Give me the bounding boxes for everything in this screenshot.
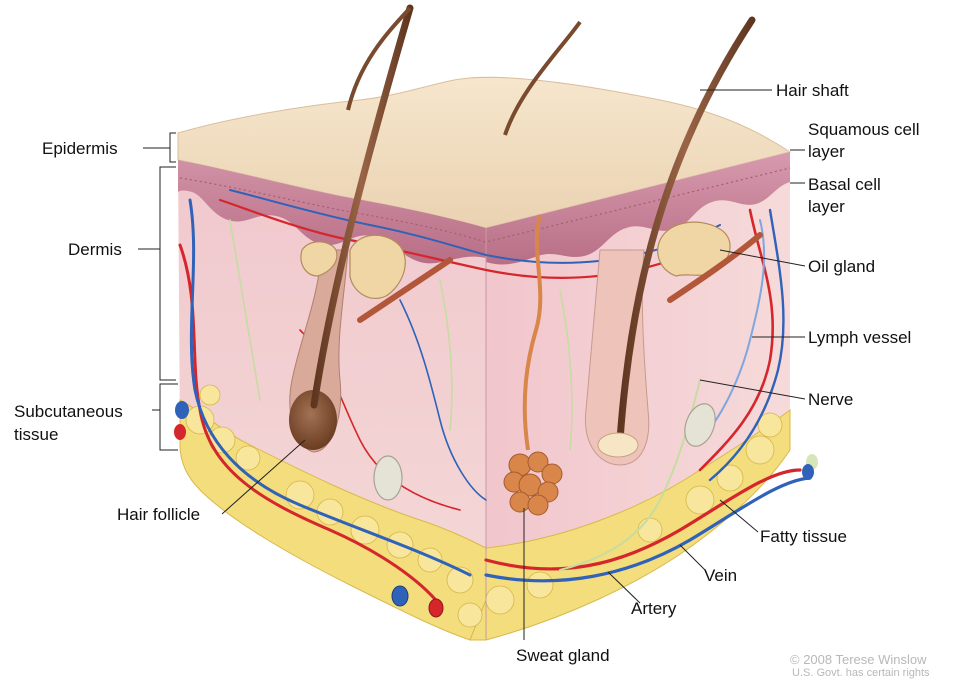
artery-line	[178, 243, 442, 607]
label-dermis: Dermis	[68, 240, 122, 259]
label-basal-line2: layer	[808, 197, 845, 216]
epidermis-band-front	[178, 133, 486, 264]
label-nerve: Nerve	[808, 390, 854, 409]
epidermis-band-side	[486, 152, 790, 265]
label-fatty-tissue: Fatty tissue	[760, 527, 847, 546]
label-lymph-vessel: Lymph vessel	[808, 328, 912, 347]
copyright-line: © 2008 Terese Winslow	[790, 652, 927, 667]
label-squamous-line1: Squamous cell	[808, 120, 920, 139]
label-hair-shaft: Hair shaft	[776, 81, 849, 100]
label-hair-follicle: Hair follicle	[117, 505, 201, 524]
vein-line	[188, 198, 472, 577]
leader-lines	[138, 89, 806, 640]
label-vein: Vein	[704, 566, 738, 585]
lymph-vessel-line	[699, 219, 766, 441]
blood-vessels	[174, 189, 818, 618]
label-artery: Artery	[631, 599, 677, 618]
label-sweat-gland: Sweat gland	[516, 646, 610, 665]
label-epidermis: Epidermis	[42, 139, 118, 158]
label-subcutaneous-line1: Subcutaneous	[14, 402, 123, 421]
hair-follicle-right	[584, 249, 650, 466]
rights-line: U.S. Govt. has certain rights	[792, 667, 930, 679]
label-subcutaneous-line2: tissue	[14, 425, 59, 444]
label-basal-line1: Basal cell	[808, 175, 881, 194]
label-squamous-line2: layer	[808, 142, 845, 161]
sweat-gland	[503, 214, 563, 516]
hair-structures	[289, 4, 763, 501]
label-oil-gland: Oil gland	[808, 257, 876, 276]
skin-block	[177, 76, 792, 641]
oil-gland	[300, 221, 731, 299]
